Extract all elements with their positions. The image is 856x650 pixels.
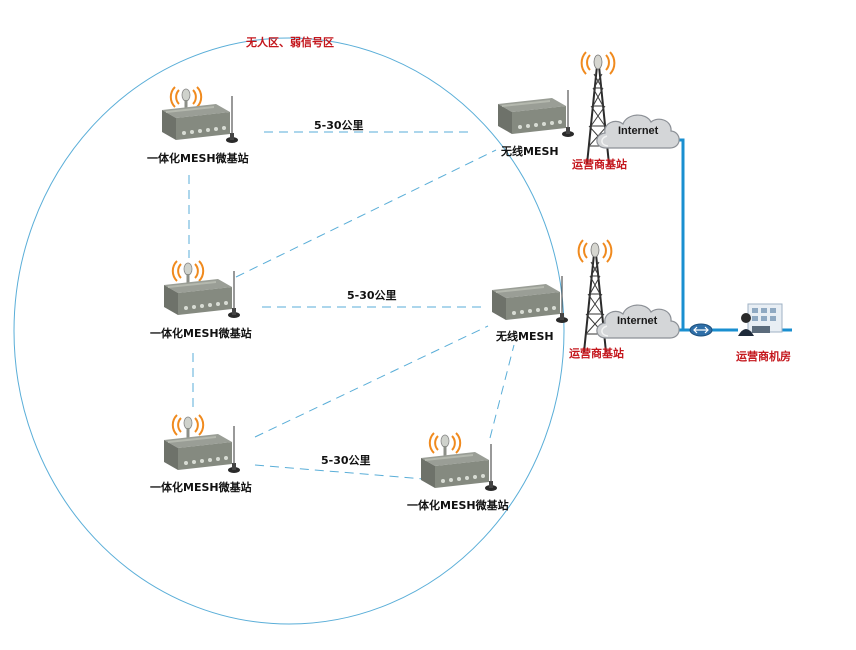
mesh-device-icon bbox=[491, 276, 568, 324]
wireless-mesh-2: 无线MESH bbox=[491, 276, 568, 343]
zone-label: 无人区、弱信号区 bbox=[245, 35, 334, 49]
mesh-device-icon bbox=[497, 90, 574, 138]
backbone-links bbox=[668, 138, 738, 332]
operator-room: 运营商机房 bbox=[736, 303, 791, 363]
internet-label-1: Internet bbox=[618, 125, 659, 137]
wireless-mesh-1: 无线MESH bbox=[497, 90, 574, 158]
mesh-base-station-2: 一体化MESH微基站 bbox=[150, 260, 252, 340]
mesh-base-station-1-label: 一体化MESH微基站 bbox=[147, 151, 249, 165]
wireless-mesh-1-label: 无线MESH bbox=[500, 144, 559, 158]
operator-room-label: 运营商机房 bbox=[736, 349, 791, 363]
operator-base-station-2-label: 运营商基站 bbox=[569, 346, 624, 360]
link-station4-wireless2 bbox=[489, 344, 515, 439]
distance-label-3: 5-30公里 bbox=[321, 454, 371, 467]
operator-base-station-1: Internet 运营商基站 bbox=[572, 51, 680, 171]
operator-base-station-2: Internet 运营商基站 bbox=[569, 239, 680, 360]
mesh-base-station-3-label: 一体化MESH微基站 bbox=[150, 480, 252, 494]
mesh-links bbox=[188, 131, 515, 480]
link-station3-station4 bbox=[254, 464, 425, 480]
link-internet1-backbone bbox=[668, 138, 685, 330]
mesh-base-station-3: 一体化MESH微基站 bbox=[150, 414, 252, 494]
mesh-base-station-4-label: 一体化MESH微基站 bbox=[407, 498, 509, 512]
mesh-base-station-1: 一体化MESH微基站 bbox=[147, 86, 249, 165]
server-room-icon bbox=[738, 303, 783, 336]
wireless-mesh-2-label: 无线MESH bbox=[495, 329, 554, 343]
link-station2-wireless1 bbox=[235, 149, 497, 278]
coverage-zone-ellipse bbox=[13, 37, 565, 625]
switch-icon bbox=[689, 323, 713, 337]
mesh-base-station-2-label: 一体化MESH微基站 bbox=[150, 326, 252, 340]
distance-label-1: 5-30公里 bbox=[314, 119, 364, 132]
distance-label-2: 5-30公里 bbox=[347, 289, 397, 302]
internet-label-2: Internet bbox=[617, 315, 658, 327]
operator-base-station-1-label: 运营商基站 bbox=[572, 157, 627, 171]
link-station3-wireless2 bbox=[254, 325, 489, 438]
mesh-base-station-4: 一体化MESH微基站 bbox=[407, 432, 509, 512]
